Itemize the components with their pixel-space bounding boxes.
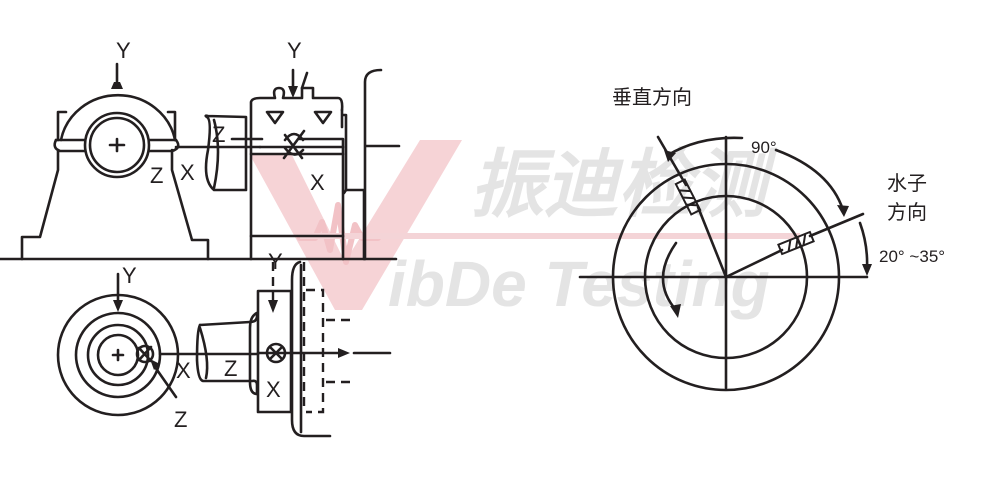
arrow-down-icon — [113, 300, 123, 312]
angle-90-label: 90° — [751, 138, 777, 157]
sensor-horizontal-icon — [777, 230, 815, 256]
arrow-right-icon — [338, 348, 350, 358]
watermark-cn-text: 振迪检测 — [470, 142, 778, 228]
sensor-vertical-icon — [674, 178, 702, 216]
watermark-logo-icon — [250, 140, 462, 310]
bearing-pedestal-side-view: Y Z X — [0, 38, 398, 261]
arrow-down-icon — [288, 86, 298, 98]
horizontal-direction-label-1: 水子 — [887, 171, 927, 195]
sensor-top-icon — [111, 82, 123, 89]
label-x-end: X — [176, 358, 191, 383]
watermark: 振迪检测 ibDe Testing — [250, 140, 800, 320]
sensor-angle-diagram: 垂直方向 水子 方向 90° 20° ~35° — [578, 85, 945, 392]
label-z-coupling: Z — [212, 122, 225, 147]
arrow-arc-icon — [837, 205, 849, 217]
bearing-end-view: Y X Z — [56, 263, 260, 432]
arrow-arc-icon — [664, 150, 676, 162]
angle-range-label: 20° ~35° — [879, 247, 945, 266]
watermark-en-text: ibDe Testing — [388, 248, 770, 320]
horizontal-direction-label-2: 方向 — [887, 200, 927, 224]
label-x-motor: X — [310, 170, 325, 195]
vertical-direction-label: 垂直方向 — [612, 85, 692, 109]
label-y-motor: Y — [287, 38, 302, 63]
rotation-arrow-icon — [670, 304, 681, 318]
arrow-arc-icon — [862, 264, 872, 276]
motor-end-view: Z X Y — [195, 249, 392, 438]
watermark-bar — [300, 233, 800, 239]
coupling-side-view: Z — [204, 114, 264, 192]
arrow-down-icon — [268, 300, 278, 313]
label-y-bearing: Y — [116, 38, 131, 63]
label-y-motor-end: Y — [268, 249, 283, 274]
motor-side-view: Y X — [249, 38, 401, 261]
label-z-motor-end: Z — [224, 356, 237, 381]
label-y-end: Y — [122, 263, 137, 288]
label-x-bearing: X — [180, 160, 195, 185]
label-z-end: Z — [174, 407, 187, 432]
arrow-diag-icon — [150, 359, 160, 370]
label-z-bearing: Z — [150, 163, 163, 188]
label-x-motor-end: X — [266, 377, 281, 402]
